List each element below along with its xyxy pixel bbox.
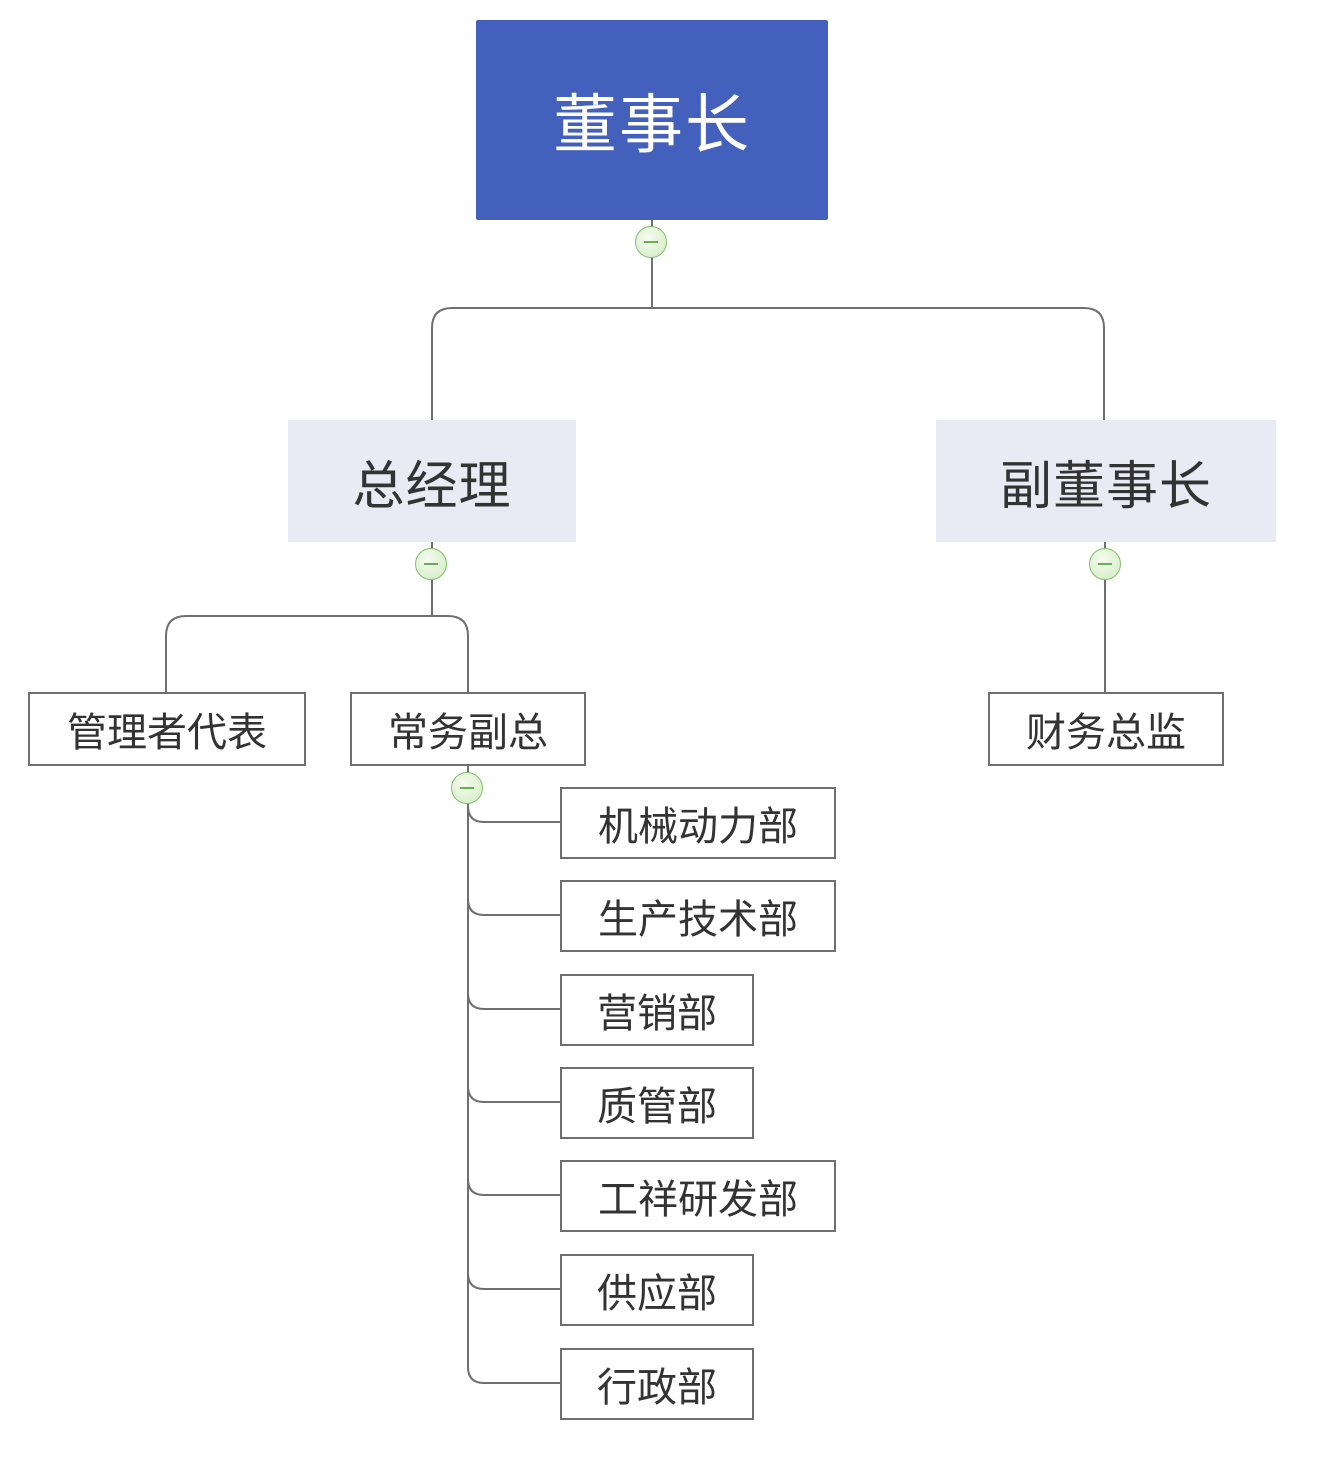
node-vice-chairman-label: 副董事长 [999,456,1212,517]
node-executive-vice-president-label: 常务副总 [388,710,548,756]
connector-root-to-gm [431,307,652,420]
node-finance-director-label: 财务总监 [1026,710,1186,756]
connector-dept-1 [467,898,560,916]
node-department-label: 机械动力部 [598,804,798,850]
node-department-label: 供应部 [597,1271,717,1317]
node-department[interactable]: 机械动力部 [560,787,836,859]
node-executive-vice-president[interactable]: 常务副总 [350,692,586,766]
node-department-label: 营销部 [597,991,717,1037]
connector-dept-2 [467,992,560,1010]
node-finance-director[interactable]: 财务总监 [988,692,1224,766]
node-department-label: 质管部 [597,1084,717,1130]
node-department-label: 工祥研发部 [598,1177,798,1223]
node-department[interactable]: 质管部 [560,1067,754,1139]
connector-root-to-vc [652,307,1105,420]
connector-gm-to-mr [165,615,432,692]
connector-gm-to-evp [432,615,469,692]
collapse-toggle-icon[interactable] [635,226,667,258]
connector-dept-5 [467,1272,560,1290]
node-department[interactable]: 生产技术部 [560,880,836,952]
collapse-toggle-icon[interactable] [451,772,483,804]
node-department[interactable]: 工祥研发部 [560,1160,836,1232]
node-department-label: 行政部 [597,1365,717,1411]
node-vice-chairman[interactable]: 副董事长 [936,420,1276,542]
node-chairman[interactable]: 董事长 [476,20,828,220]
node-general-manager[interactable]: 总经理 [288,420,576,542]
node-general-manager-label: 总经理 [352,456,512,517]
collapse-toggle-icon[interactable] [1089,548,1121,580]
connector-evp-trunk [467,766,560,1384]
node-department-label: 生产技术部 [598,897,798,943]
connector-dept-4 [467,1178,560,1196]
connector-dept-3 [467,1085,560,1103]
node-chairman-label: 董事长 [553,89,751,163]
node-management-representative-label: 管理者代表 [67,710,267,756]
connector-dept-0 [467,805,560,823]
collapse-toggle-icon[interactable] [415,548,447,580]
node-department[interactable]: 供应部 [560,1254,754,1326]
node-department[interactable]: 营销部 [560,974,754,1046]
node-management-representative[interactable]: 管理者代表 [28,692,306,766]
node-department[interactable]: 行政部 [560,1348,754,1420]
